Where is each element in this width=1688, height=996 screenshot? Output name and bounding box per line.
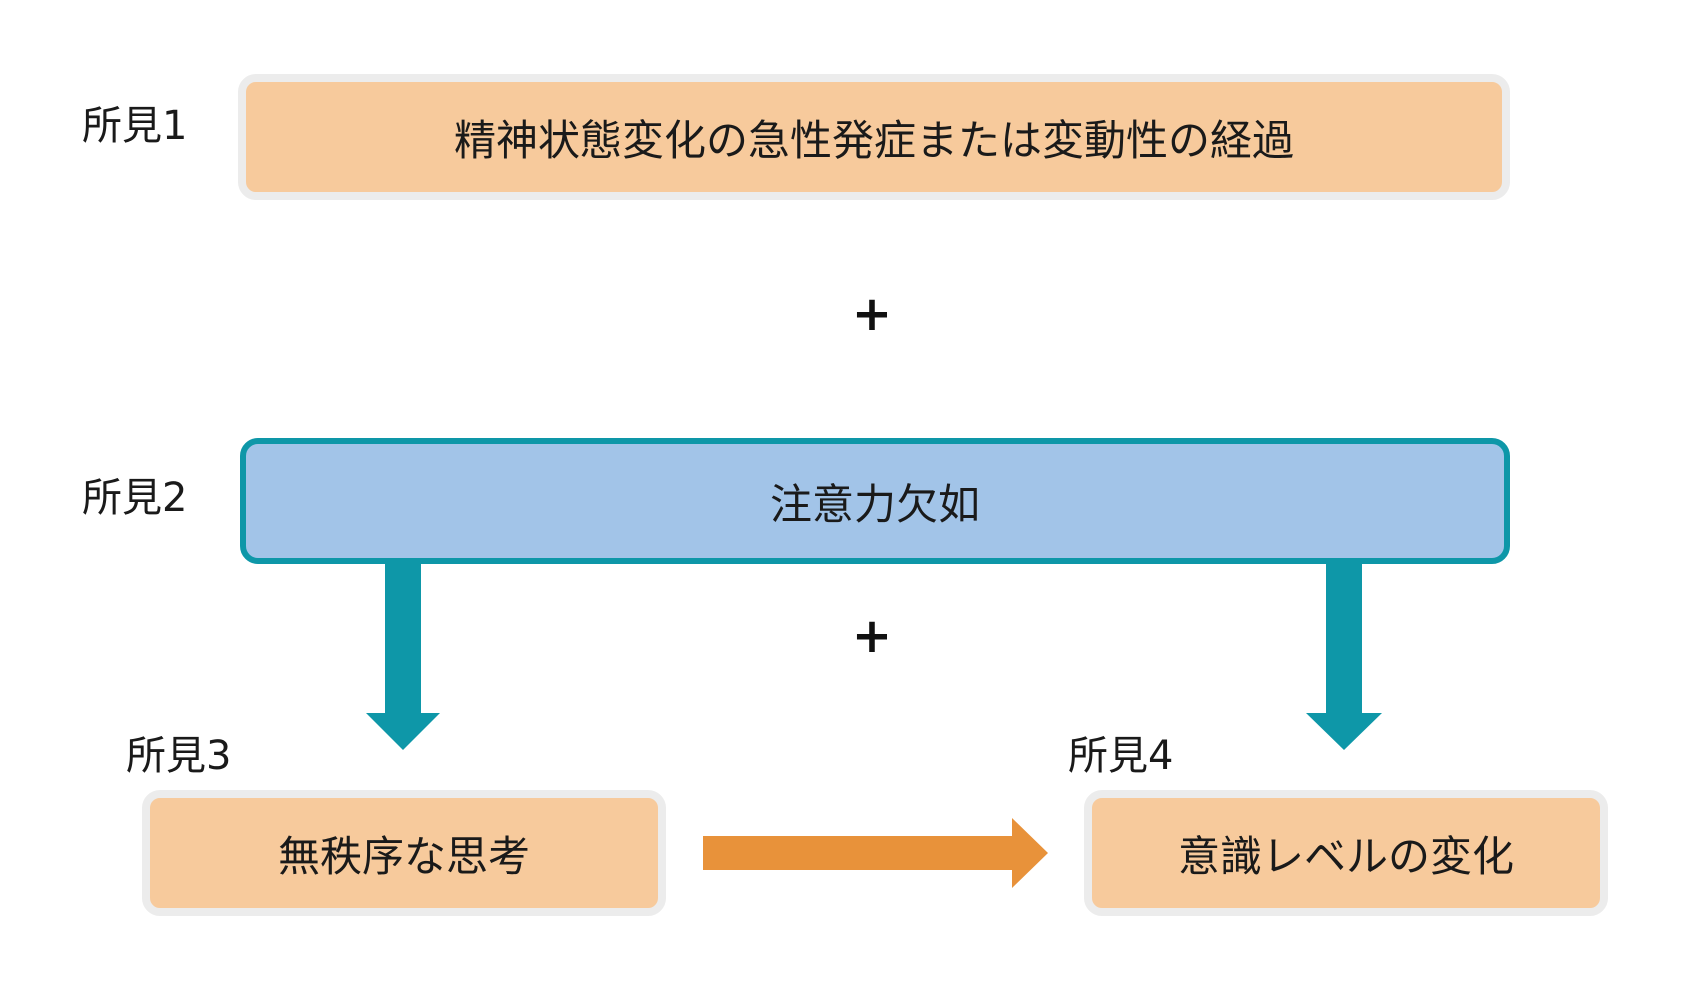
right-arrow-orange bbox=[703, 818, 1048, 888]
finding-1-text: 精神状態変化の急性発症または変動性の経過 bbox=[453, 115, 1294, 165]
down-arrow-right bbox=[1306, 563, 1382, 750]
plus-operator-top: + bbox=[851, 286, 893, 342]
finding-2-box: 注意力欠如 bbox=[240, 438, 1510, 564]
finding-4-box: 意識レベルの変化 bbox=[1084, 790, 1608, 916]
finding-3-box: 無秩序な思考 bbox=[142, 790, 666, 916]
finding-1-label: 所見1 bbox=[82, 103, 188, 149]
finding-1-box: 精神状態変化の急性発症または変動性の経過 bbox=[238, 74, 1510, 200]
finding-4-label: 所見4 bbox=[1068, 733, 1174, 779]
finding-2-text: 注意力欠如 bbox=[769, 479, 980, 529]
finding-2-label: 所見2 bbox=[82, 475, 188, 521]
plus-operator-middle: + bbox=[851, 608, 893, 664]
finding-4-text: 意識レベルの変化 bbox=[1177, 831, 1514, 881]
finding-3-text: 無秩序な思考 bbox=[277, 831, 530, 881]
finding-3-label: 所見3 bbox=[126, 733, 232, 779]
down-arrow-left bbox=[366, 563, 440, 750]
